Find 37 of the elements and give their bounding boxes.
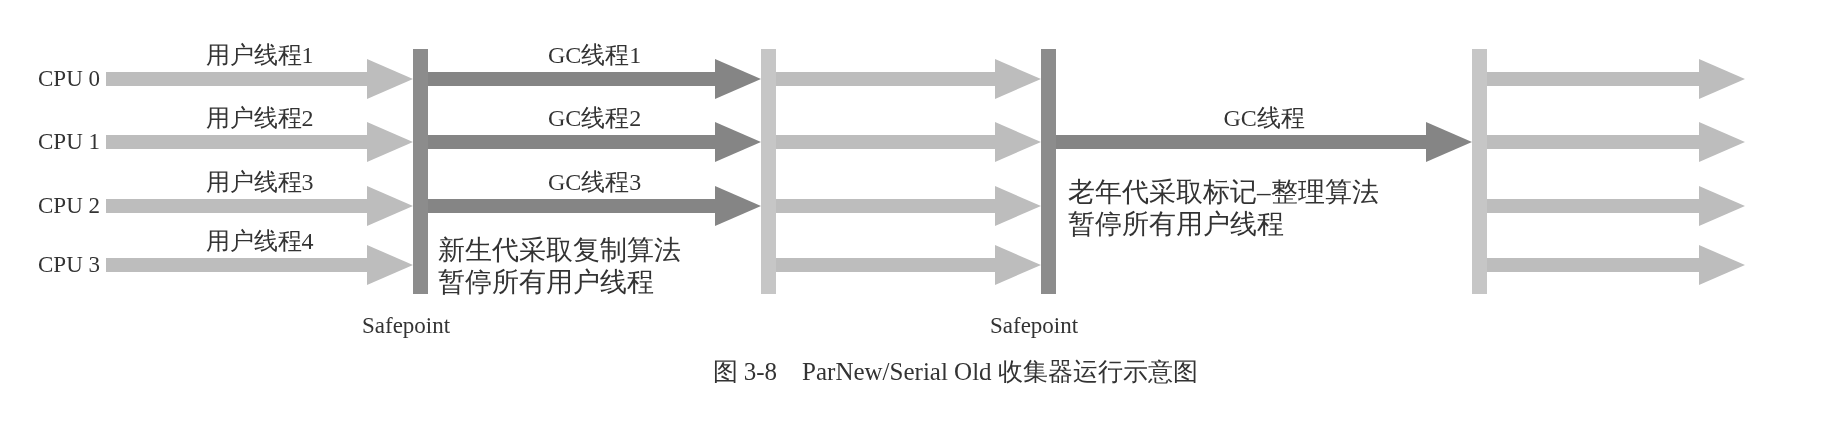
barrier-bar xyxy=(1041,49,1056,294)
barrier-bar xyxy=(1472,49,1487,294)
note-text: 暂停所有用户线程 xyxy=(436,268,656,298)
arrow xyxy=(1487,245,1745,285)
arrow xyxy=(1487,122,1745,162)
arrow xyxy=(776,186,1041,226)
safepoint-label: Safepoint xyxy=(990,313,1079,339)
arrow xyxy=(1056,122,1472,162)
safepoint-label: Safepoint xyxy=(362,313,451,339)
edge-label: 用户线程1 xyxy=(203,42,316,69)
arrow xyxy=(106,245,413,285)
edge-label: 用户线程3 xyxy=(203,169,316,196)
cpu-label: CPU 3 xyxy=(38,252,100,278)
edge-label: 用户线程4 xyxy=(203,228,316,255)
arrow xyxy=(1487,59,1745,99)
arrow xyxy=(776,59,1041,99)
edge-label: 用户线程2 xyxy=(203,105,316,132)
barrier-bar xyxy=(761,49,776,294)
edge-label: GC线程3 xyxy=(546,169,644,196)
arrow xyxy=(428,59,761,99)
arrow xyxy=(776,122,1041,162)
arrow xyxy=(106,122,413,162)
barrier-bar xyxy=(413,49,428,294)
cpu-label: CPU 1 xyxy=(38,129,100,155)
arrow xyxy=(1487,186,1745,226)
cpu-label: CPU 0 xyxy=(38,66,100,92)
note-text: 新生代采取复制算法 xyxy=(436,236,683,266)
arrow xyxy=(428,186,761,226)
note-text: 暂停所有用户线程 xyxy=(1066,210,1286,240)
arrow xyxy=(776,245,1041,285)
arrow xyxy=(106,59,413,99)
note-text: 老年代采取标记–整理算法 xyxy=(1066,178,1381,208)
figure-caption: 图 3-8 ParNew/Serial Old 收集器运行示意图 xyxy=(712,358,1198,386)
cpu-label: CPU 2 xyxy=(38,193,100,219)
arrow xyxy=(106,186,413,226)
arrow xyxy=(428,122,761,162)
edge-label: GC线程 xyxy=(1221,105,1307,132)
